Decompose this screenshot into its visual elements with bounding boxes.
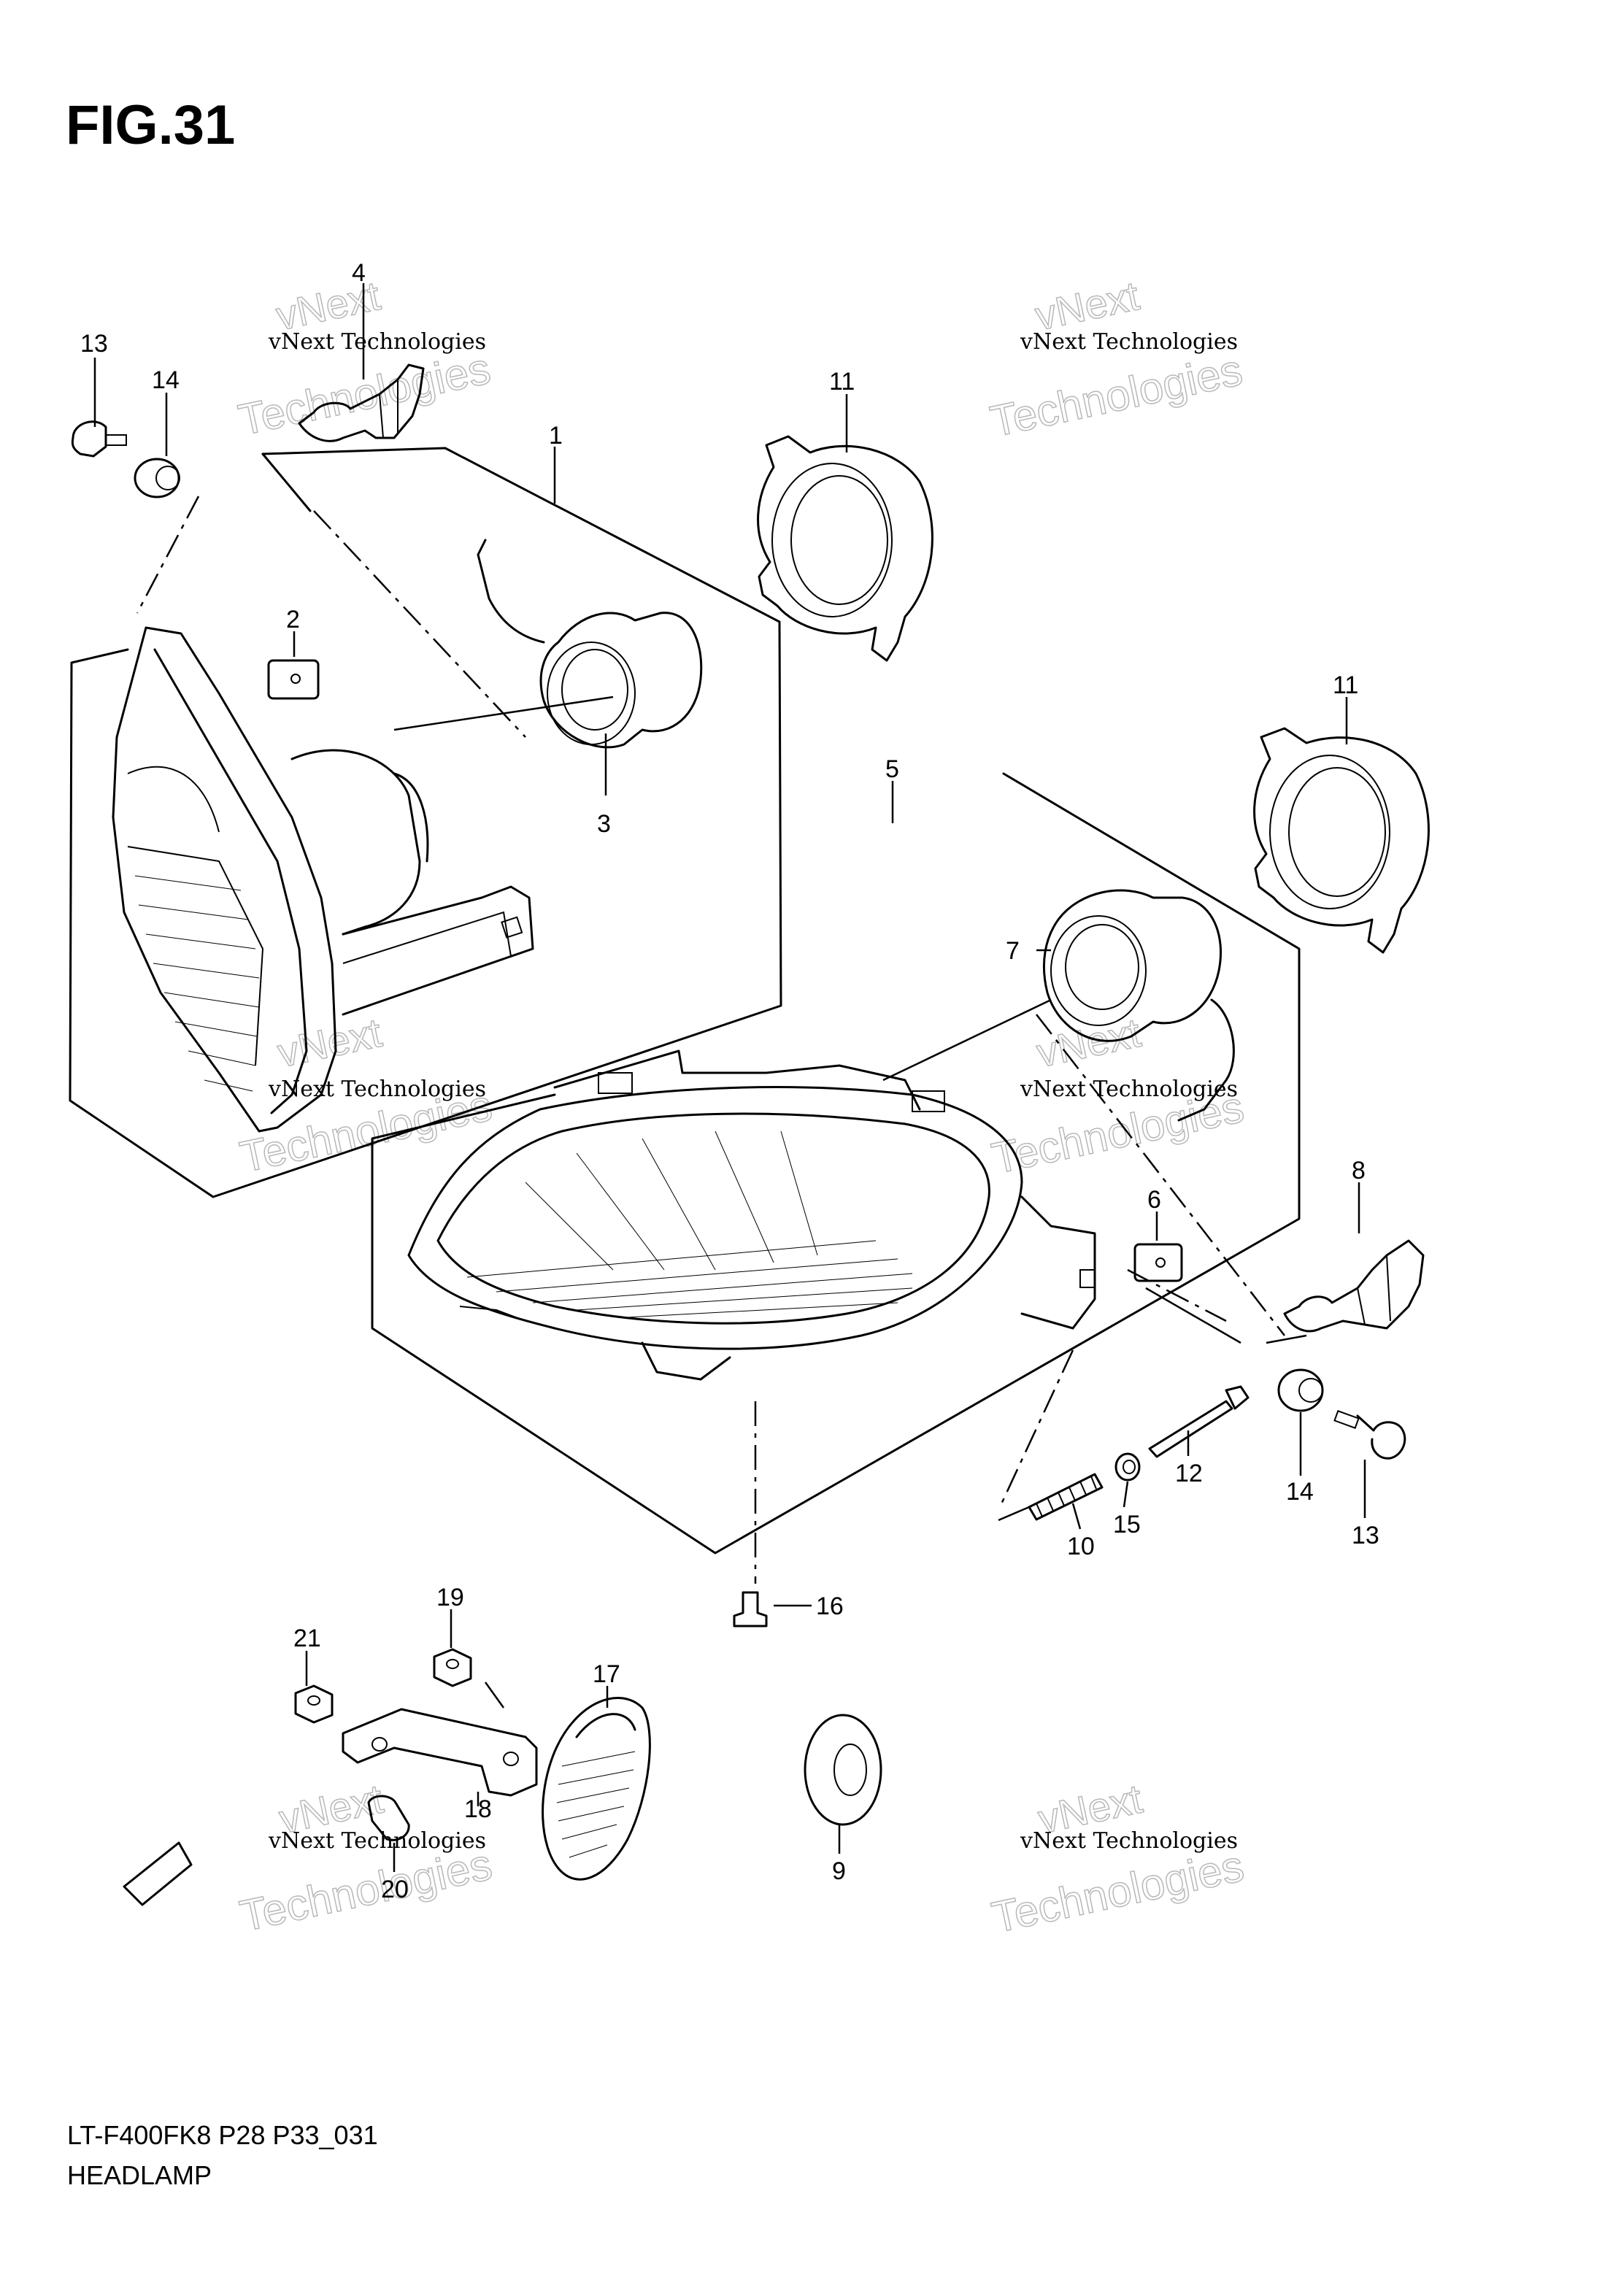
assembly-lines xyxy=(136,496,1307,1708)
socket-wire xyxy=(477,539,545,644)
screw-lower xyxy=(1333,1410,1406,1460)
washer xyxy=(1114,1452,1141,1482)
callout-7: 7 xyxy=(1006,937,1020,965)
figure-title: FIG.31 xyxy=(66,94,236,156)
adjuster-spring xyxy=(1028,1473,1104,1521)
callout-19: 19 xyxy=(436,1584,464,1611)
retaining-ring-upper xyxy=(757,435,933,662)
callout-1: 1 xyxy=(549,422,563,450)
callout-2: 2 xyxy=(286,606,300,633)
screw-16 xyxy=(733,1591,768,1627)
adjuster-bolt xyxy=(1148,1385,1250,1458)
callout-21: 21 xyxy=(293,1625,321,1652)
assembly-box-outline xyxy=(371,772,1301,1555)
grommet-upper xyxy=(134,458,180,498)
svg-text:Technologies: Technologies xyxy=(234,344,495,444)
diagram-name: HEADLAMP xyxy=(67,2160,212,2190)
callout-leaders xyxy=(93,283,1366,1872)
callout-5: 5 xyxy=(885,755,899,783)
nut-19 xyxy=(433,1648,472,1687)
callout-20: 20 xyxy=(381,1876,409,1903)
callout-14: 14 xyxy=(1286,1478,1314,1506)
callout-12: 12 xyxy=(1175,1460,1203,1487)
reflector-bracket xyxy=(342,1708,538,1797)
svg-text:Technologies: Technologies xyxy=(236,1840,496,1941)
headlamp-assembly-left xyxy=(69,447,782,1198)
bulb-lower xyxy=(1283,1239,1425,1333)
callout-16: 16 xyxy=(816,1592,844,1620)
watermark-text: vNext Technologies xyxy=(268,329,486,355)
nut-21 xyxy=(294,1684,334,1724)
callout-13: 13 xyxy=(80,330,108,358)
assembly-box-outline xyxy=(69,447,782,1198)
svg-text:Technologies: Technologies xyxy=(986,345,1247,446)
socket xyxy=(1042,889,1235,1122)
bulb-upper xyxy=(298,363,425,442)
socket-wire xyxy=(1177,998,1235,1122)
headlamp-lens xyxy=(407,1086,1023,1350)
watermarks: vNext Technologies vNext Technologies vN… xyxy=(234,271,1248,1943)
grommet-lower xyxy=(1277,1368,1324,1412)
clip xyxy=(1133,1243,1183,1282)
callout-11: 11 xyxy=(1333,671,1358,699)
grommet-9 xyxy=(804,1714,882,1826)
callout-6: 6 xyxy=(1147,1186,1161,1214)
callout-9: 9 xyxy=(832,1857,846,1885)
callout-17: 17 xyxy=(593,1660,620,1688)
watermark-text: vNext Technologies xyxy=(1020,1828,1238,1854)
reflector xyxy=(542,1697,651,1881)
callout-3: 3 xyxy=(597,810,611,838)
callout-10: 10 xyxy=(1067,1533,1095,1560)
callout-8: 8 xyxy=(1352,1157,1366,1184)
headlamp-housing xyxy=(112,626,337,1133)
watermark-text: vNext Technologies xyxy=(268,1076,486,1102)
svg-text:vNext: vNext xyxy=(1033,1009,1145,1076)
model-code: LT-F400FK8 P28 P33_031 xyxy=(67,2120,378,2150)
callout-15: 15 xyxy=(1113,1511,1141,1538)
callout-18: 18 xyxy=(464,1795,492,1823)
bolt-20 xyxy=(367,1795,410,1841)
headlamp-assembly-right xyxy=(371,772,1301,1555)
fwd-arrow-icon: FWD xyxy=(123,1841,193,1906)
screw-upper xyxy=(71,420,127,458)
callout-11: 11 xyxy=(829,368,855,396)
callout-14: 14 xyxy=(152,366,180,394)
watermark-text: vNext Technologies xyxy=(1020,1076,1238,1102)
watermark-text: vNext Technologies xyxy=(1020,329,1238,355)
callout-13: 13 xyxy=(1352,1522,1379,1549)
svg-text:Technologies: Technologies xyxy=(987,1841,1248,1942)
socket xyxy=(477,539,703,749)
watermark-text: vNext Technologies xyxy=(268,1828,486,1854)
clip xyxy=(267,659,320,700)
callout-labels: 1 2 3 4 5 6 7 8 9 10 11 11 12 13 13 14 1… xyxy=(80,259,1379,1903)
callout-4: 4 xyxy=(352,259,366,287)
retaining-ring-lower xyxy=(1253,727,1430,954)
